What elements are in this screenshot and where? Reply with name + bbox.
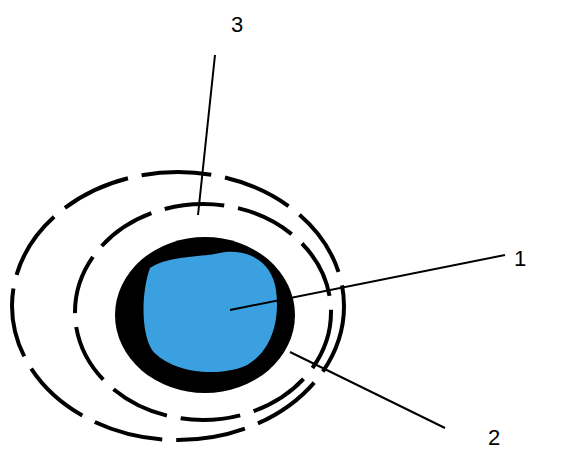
leader-line [198, 55, 215, 215]
outer-dashed-ring [12, 172, 344, 440]
inner-dashed-ring [75, 204, 331, 420]
callout-number: 2 [488, 427, 500, 449]
callout-number: 1 [514, 248, 526, 270]
leader-line [230, 255, 505, 310]
black-layer [115, 237, 295, 393]
leader-line [290, 352, 445, 428]
callout-number: 3 [231, 14, 243, 36]
blue-core [144, 252, 277, 372]
